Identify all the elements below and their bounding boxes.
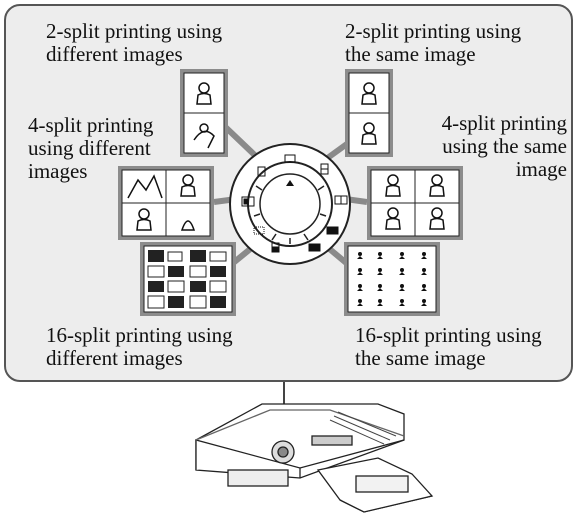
mode-dial[interactable]	[229, 143, 351, 265]
thumb-2-split-same	[345, 69, 393, 157]
label-16-split-different: 16-split printing using different images	[46, 323, 233, 370]
label-2-split-same: 2-split printing using the same image	[345, 19, 522, 66]
thumb-16-split-different	[140, 242, 236, 316]
label-4-split-same: 4-split printing using the same image	[441, 111, 567, 181]
thumb-16-split-same	[344, 242, 440, 316]
label-16-split-same: 16-split printing using the same image	[355, 323, 542, 370]
thumb-4-split-different	[118, 166, 214, 240]
label-2-split-different: 2-split printing using different images	[46, 19, 223, 66]
printer-device	[195, 403, 434, 513]
thumb-2-split-different	[180, 69, 228, 157]
label-4-split-different: 4-split printing using different images	[28, 113, 154, 183]
dial-mode-icons	[241, 154, 348, 253]
thumb-4-split-same	[367, 166, 463, 240]
